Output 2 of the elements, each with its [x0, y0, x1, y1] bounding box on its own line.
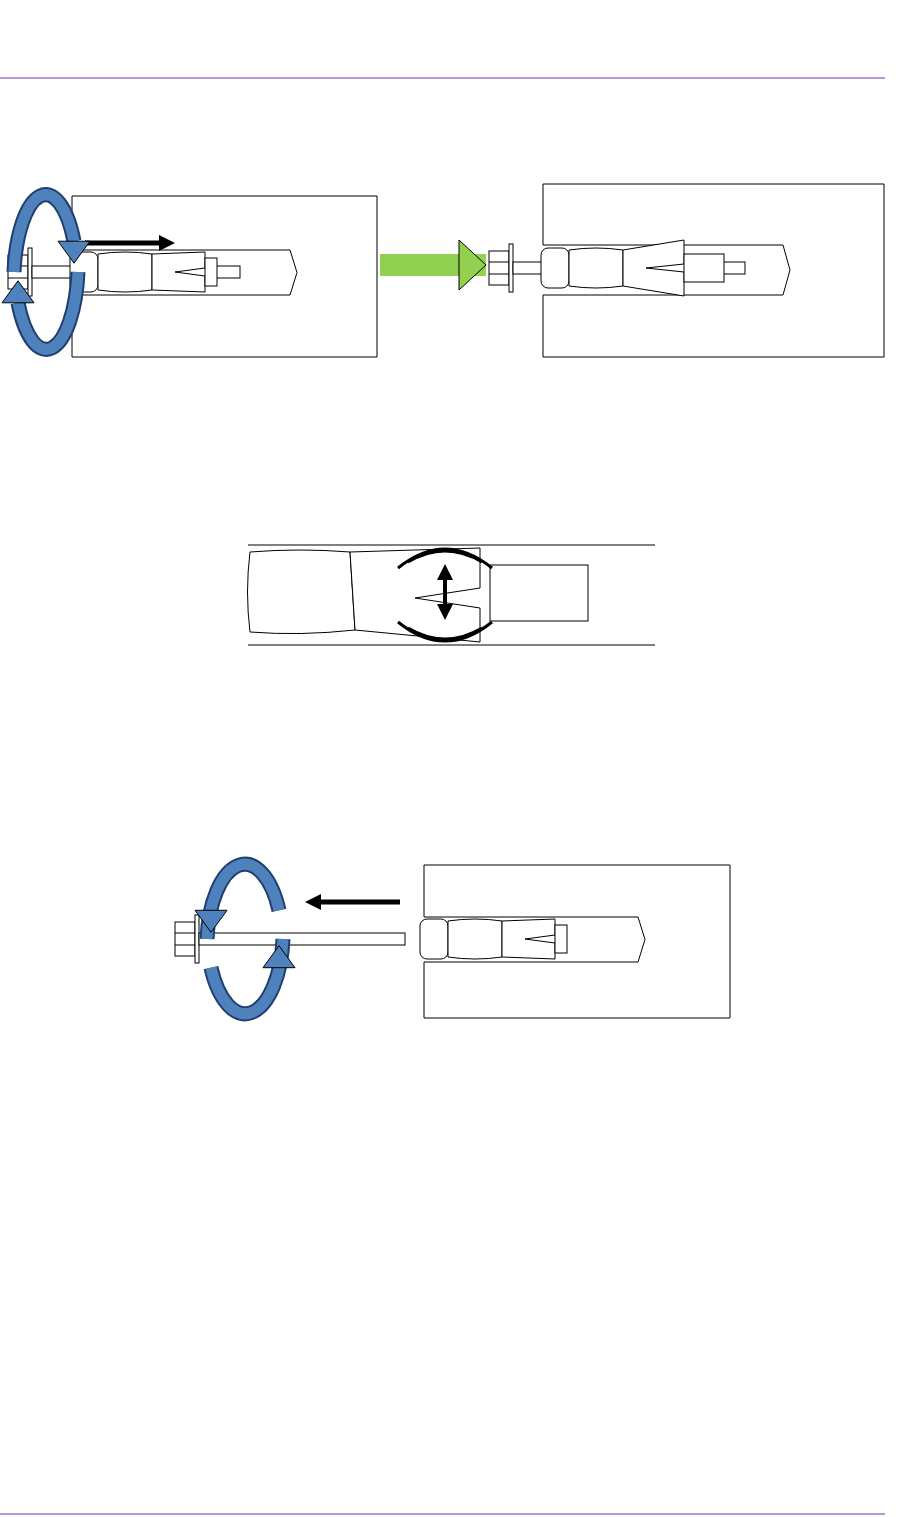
wall-anchor-drawing: [486, 182, 888, 360]
block-arrow: [380, 239, 487, 291]
